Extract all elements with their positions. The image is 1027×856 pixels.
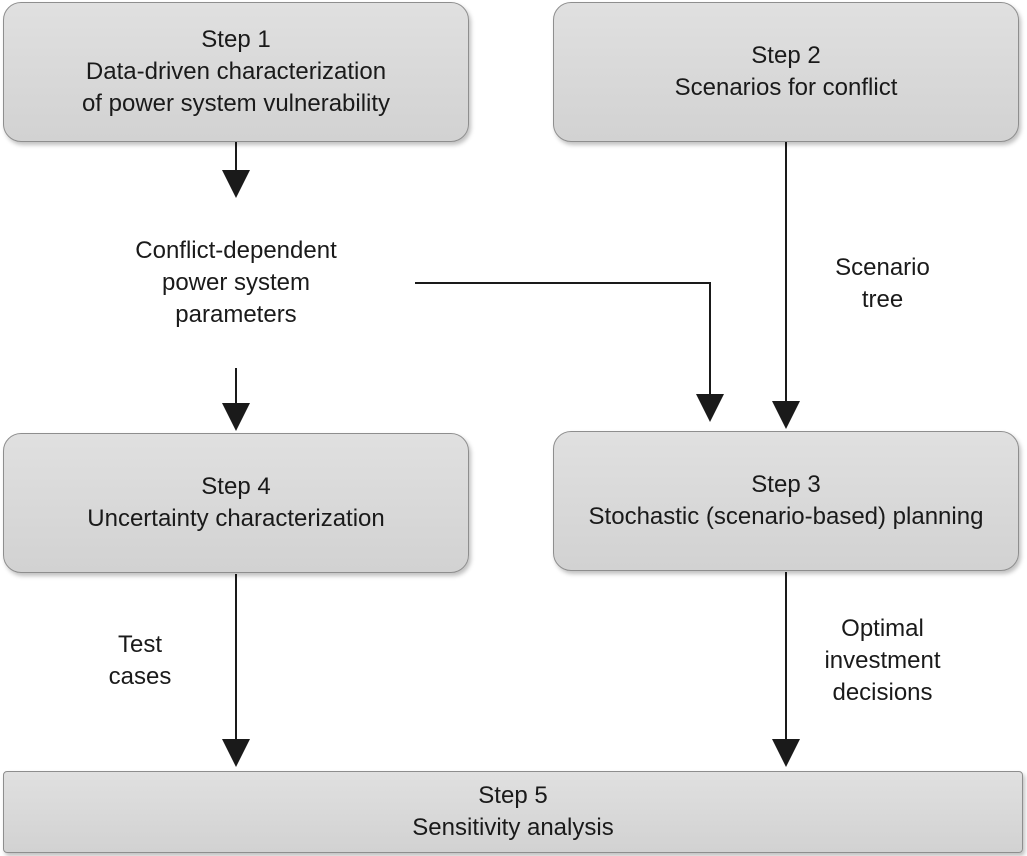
arrowhead-step5-left <box>222 739 250 767</box>
step2-title: Step 2 <box>751 42 821 69</box>
arrowhead-step3-top <box>772 401 800 429</box>
step3-line-1: Stochastic (scenario-based) planning <box>588 503 984 530</box>
arrowhead-step4 <box>222 403 250 431</box>
conflict-parameters-label: Conflict-dependent power system paramete… <box>135 237 337 328</box>
step4-box: Step 4 Uncertainty characterization <box>3 433 469 573</box>
arrowhead-step1 <box>222 170 250 198</box>
scenario-tree-label: Scenario tree <box>835 254 930 313</box>
arrow-parameters-to-step3 <box>415 282 711 396</box>
arrowhead-step3-left <box>696 394 724 422</box>
step2-box: Step 2 Scenarios for conflict <box>553 2 1019 142</box>
step2-line-1: Scenarios for conflict <box>674 74 898 101</box>
step1-line-1: Data-driven characterization <box>85 58 387 85</box>
step1-title: Step 1 <box>201 26 271 53</box>
step5-title: Step 5 <box>478 782 548 809</box>
step3-box: Step 3 Stochastic (scenario-based) plann… <box>553 431 1019 571</box>
step5-line-1: Sensitivity analysis <box>412 814 614 841</box>
step4-title: Step 4 <box>201 473 271 500</box>
arrowhead-step5-right <box>772 739 800 767</box>
step1-line-2: of power system vulnerability <box>81 90 391 117</box>
step4-line-1: Uncertainty characterization <box>87 505 385 532</box>
test-cases-label: Test cases <box>108 631 172 690</box>
step5-box: Step 5 Sensitivity analysis <box>3 771 1023 853</box>
step3-title: Step 3 <box>751 471 821 498</box>
optimal-decisions-label: Optimal investment decisions <box>824 615 941 706</box>
step1-box: Step 1 Data-driven characterization of p… <box>3 2 469 142</box>
